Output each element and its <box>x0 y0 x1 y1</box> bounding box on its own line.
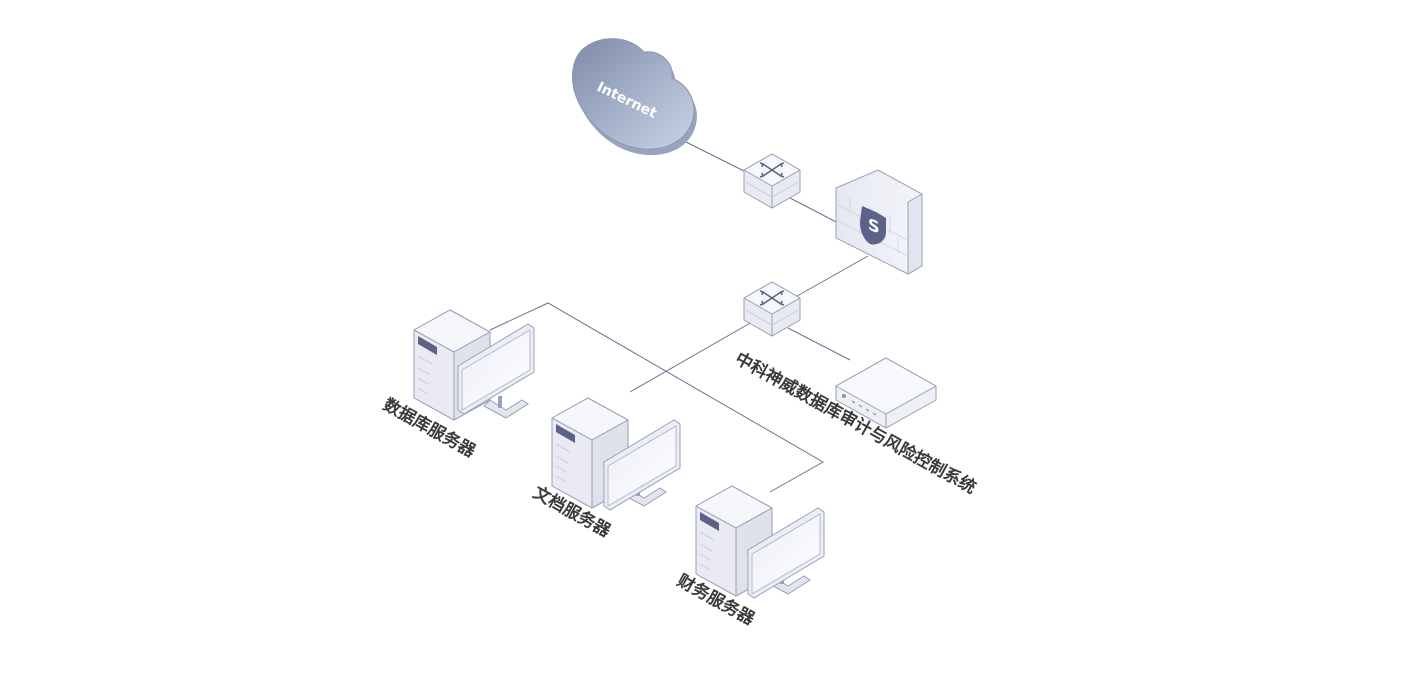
svg-text:S: S <box>868 215 880 238</box>
link-dbserver-finserver <box>489 302 825 493</box>
switch-core <box>742 281 802 337</box>
network-switch-icon <box>742 281 802 337</box>
connection-lines <box>489 139 869 493</box>
server-pc-icon <box>550 397 681 511</box>
document-server <box>550 397 681 511</box>
firewall: S <box>835 169 923 275</box>
network-switch-icon <box>742 153 802 209</box>
finance-server <box>694 485 825 599</box>
server-pc-icon <box>694 485 825 599</box>
link-firewall-coreswitch <box>789 255 869 301</box>
link-internet-switch <box>681 139 749 174</box>
appliance-icon <box>834 357 938 429</box>
shield-firewall-icon: S <box>835 169 923 275</box>
internet-cloud: Internet <box>571 38 697 156</box>
audit-device-label: 中科神威数据库审计与风险控制系统 <box>732 348 980 498</box>
switch-top <box>742 153 802 209</box>
database-server <box>412 309 535 421</box>
link-coreswitch-audit <box>787 327 851 361</box>
audit-device <box>834 357 938 429</box>
cloud-icon <box>571 38 697 156</box>
link-coreswitch-docserver <box>629 321 753 393</box>
link-switch-firewall <box>789 197 843 226</box>
server-pc-icon <box>412 309 535 421</box>
